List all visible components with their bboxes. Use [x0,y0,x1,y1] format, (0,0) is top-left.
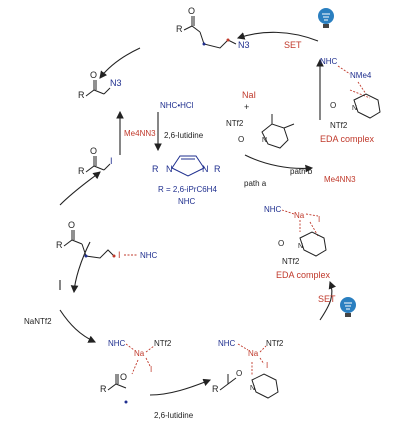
eda-complex-top: N O NTf2 [330,93,381,130]
set-label-top: SET [284,40,302,50]
me4nn3-label: Me4NN3 [124,129,156,138]
svg-text:R: R [78,90,85,100]
svg-text:R: R [214,164,221,174]
light-bulb-icon [340,297,356,317]
svg-text:O: O [238,135,244,144]
svg-text:O: O [188,6,195,16]
ntf2-bottom-right: NTf2 [266,339,284,348]
me4nn3-right-label: Me4NN3 [324,175,356,184]
svg-text:N3: N3 [238,40,250,50]
svg-text:R: R [176,24,183,34]
svg-text:O: O [90,146,97,156]
i-mid: I [318,215,320,224]
svg-text:R: R [56,240,63,250]
svg-text:R: R [100,384,107,394]
nhc-label: NHC [178,197,196,206]
na-mid: Na [294,211,305,220]
nhc-bottom-right: NHC [218,339,236,348]
nhc-top-right: NHC [320,57,338,66]
bottom-right-lutidine-complex: R O N [212,369,279,399]
eda-complex-mid: N O NTf2 [278,231,327,266]
svg-text:N: N [250,385,255,392]
nhc-r-def: R = 2,6-iPrC6H4 [158,185,217,194]
ntf2-bottom-left: NTf2 [154,339,172,348]
arrow-bottom [149,378,212,396]
svg-text:N: N [166,164,173,174]
alkyl-iodide: R O I [78,146,113,176]
svg-text:O: O [236,369,242,378]
nhc-hcl-label: NHC•HCl [160,101,194,110]
svg-text:R: R [78,166,85,176]
svg-text:NTf2: NTf2 [330,121,348,130]
arrow-radical-left [70,241,91,294]
na-bottom-left: Na [134,349,145,358]
arrow-to-na-complex [59,309,96,343]
svg-text:O: O [330,101,336,110]
path-a-label: path a [244,179,267,188]
svg-text:O: O [68,220,75,230]
svg-text:I: I [118,250,121,260]
eda-label-top: EDA complex [320,134,375,144]
svg-text:NHC: NHC [140,251,158,260]
arrow-path-a [244,154,314,173]
svg-text:N: N [298,243,303,250]
light-bulb-icon [318,8,334,28]
nhc-bottom-left: NHC [108,339,126,348]
svg-text:NTf2: NTf2 [282,257,300,266]
svg-text:I: I [110,156,113,166]
nme4-top-right: NMe4 [350,71,372,80]
path-b-label: path b [290,167,313,176]
svg-text:R: R [212,384,219,394]
svg-text:NTf2: NTf2 [226,119,244,128]
arrow-set-top [236,31,319,42]
azide-product: R O N3 [78,70,122,100]
lutidine-label: 2,6-lutidine [164,131,204,140]
svg-text:N: N [352,105,357,112]
arrow-set-right [319,280,336,321]
svg-text:O: O [278,239,284,248]
svg-text:N3: N3 [110,78,122,88]
lutidine-out-label: 2,6-lutidine [154,411,194,420]
eda-label-mid: EDA complex [276,270,331,280]
svg-text:O: O [120,372,127,382]
nai-label: NaI [242,90,256,100]
na-bottom-right: Na [248,349,259,358]
i-bottom-right: I [266,361,268,370]
set-label-right: SET [318,294,336,304]
bottom-left-enolate: R O [100,372,128,404]
radical-azide: R O N3 [176,6,250,50]
radical-nhc-iodine: R O I NHC [56,220,158,260]
nhc-structure: N N R R [152,155,221,177]
lutidinium-salt: NTf2 N O [226,114,295,149]
svg-text:N: N [202,164,209,174]
nantf2-label: NaNTf2 [24,317,52,326]
arrow-to-azide [99,47,141,79]
arrow-to-iodide [59,171,101,206]
i-bottom-left: I [150,365,152,374]
nhc-mid: NHC [264,205,282,214]
svg-text:O: O [90,70,97,80]
plus-sign: + [244,102,249,112]
svg-text:N: N [262,137,267,144]
svg-text:R: R [152,164,159,174]
